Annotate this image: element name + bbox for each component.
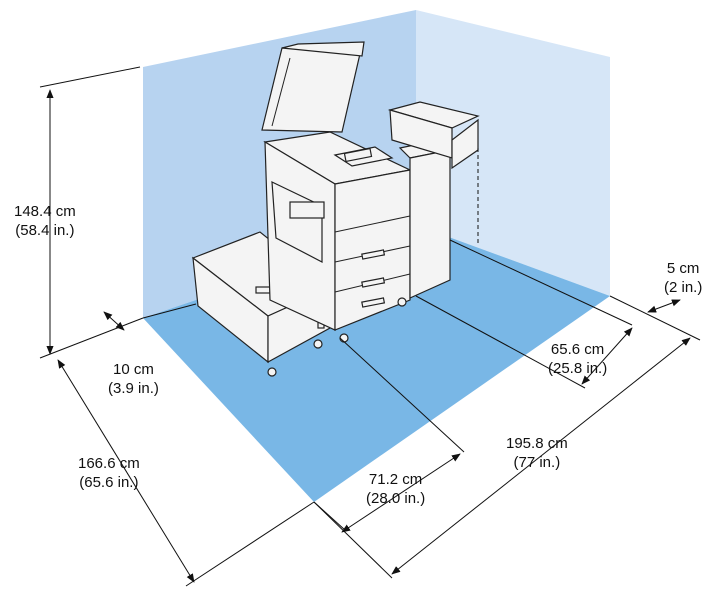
caster xyxy=(397,297,407,307)
depth-extension-front xyxy=(185,501,315,587)
front-depth-metric: 71.2 cm xyxy=(368,471,423,488)
front-depth-imperial: (28.0 in.) xyxy=(366,490,426,507)
left-clearance-label: 10 cm (3.9 in.) xyxy=(108,360,159,398)
front-depth-label: 71.2 cm (28.0 in.) xyxy=(366,470,425,508)
left-clearance-dimension-line xyxy=(103,311,125,331)
touch-screen xyxy=(343,147,373,163)
right-clearance-metric: 5 cm xyxy=(666,260,700,277)
left-clearance-extension xyxy=(142,303,197,319)
height-extension-top xyxy=(39,66,141,88)
tray-handle-1 xyxy=(361,249,386,260)
total-width-extension-left xyxy=(313,501,393,579)
height-label: 148.4 cm (58.4 in.) xyxy=(14,202,76,240)
machine-width-extension-right xyxy=(449,239,633,326)
total-depth-imperial: (65.6 in.) xyxy=(79,474,139,491)
machine-width-metric: 65.6 cm xyxy=(550,341,605,358)
total-depth-metric: 166.6 cm xyxy=(78,455,140,472)
caster xyxy=(313,339,323,349)
machine-width-label: 65.6 cm (25.8 in.) xyxy=(548,340,607,378)
lid-glass-line xyxy=(271,57,291,127)
total-width-dimension-line xyxy=(391,337,691,575)
printer-illustration xyxy=(191,41,480,377)
total-width-label: 195.8 cm (77 in.) xyxy=(506,434,568,472)
height-extension-bottom xyxy=(39,317,144,359)
total-width-extension-right xyxy=(609,295,701,341)
machine-width-dimension-line xyxy=(581,327,633,385)
tray-handle-2 xyxy=(361,277,386,288)
finisher-front xyxy=(409,149,451,299)
document-feeder-top xyxy=(281,41,365,57)
machine-width-extension xyxy=(415,295,586,389)
caster xyxy=(267,367,277,377)
right-clearance-label: 5 cm (2 in.) xyxy=(664,259,702,297)
paper-tray-1 xyxy=(334,215,411,233)
dimension-lines xyxy=(39,66,701,587)
total-width-imperial: (77 in.) xyxy=(513,454,561,471)
side-wall xyxy=(416,10,610,296)
printer-main-side xyxy=(334,169,411,331)
machine-width-imperial: (25.8 in.) xyxy=(548,360,608,377)
bypass-tray xyxy=(289,201,325,219)
left-clearance-metric: 10 cm xyxy=(113,361,154,378)
right-clearance-dimension-line xyxy=(647,299,681,313)
right-clearance-imperial: (2 in.) xyxy=(664,279,703,296)
height-metric: 148.4 cm xyxy=(14,203,76,220)
total-width-metric: 195.8 cm xyxy=(506,435,568,452)
total-depth-dimension-line xyxy=(57,359,195,583)
height-imperial: (58.4 in.) xyxy=(15,222,75,239)
left-clearance-imperial: (3.9 in.) xyxy=(108,380,159,397)
caster xyxy=(339,333,349,343)
tray-handle-3 xyxy=(361,297,386,308)
total-depth-label: 166.6 cm (65.6 in.) xyxy=(78,454,140,492)
